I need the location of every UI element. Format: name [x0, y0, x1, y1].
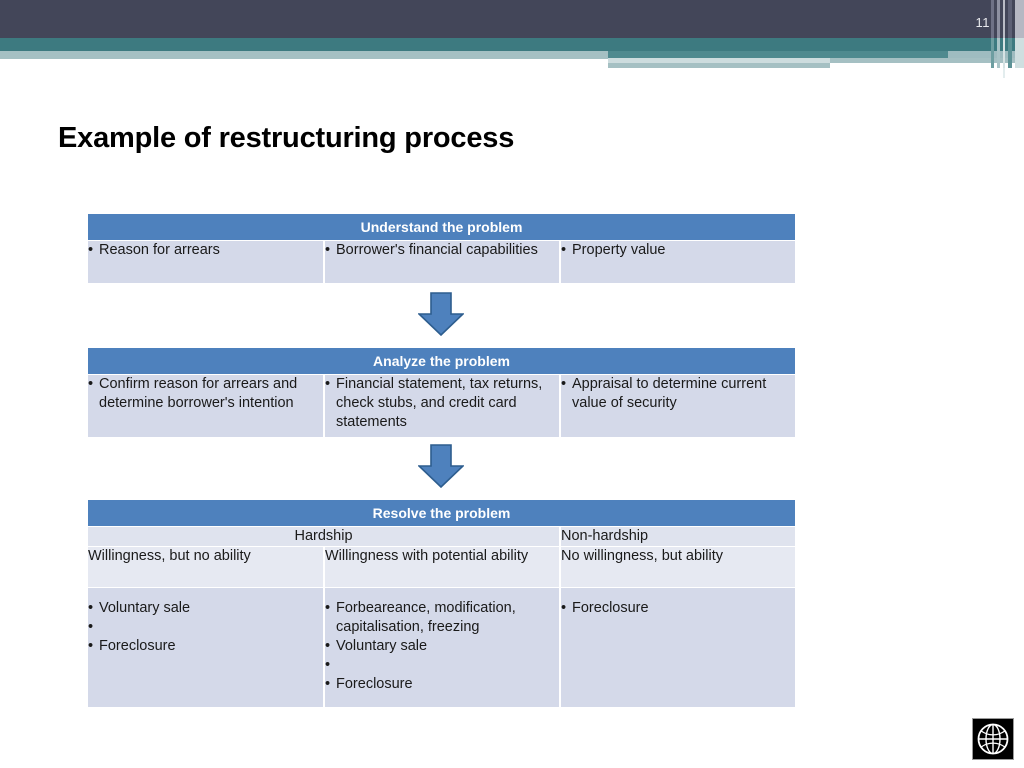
right-edge-stripe-2: [997, 0, 1000, 38]
right-edge-stripe-9: [1008, 38, 1012, 68]
table-resolve-the-problem: Resolve the problem Hardship Non-hardshi…: [88, 500, 796, 708]
down-arrow-icon: [417, 444, 465, 489]
cell-analyze-col3: Appraisal to determine current value of …: [560, 374, 795, 438]
cell-action-col3: Foreclosure: [560, 587, 796, 708]
cell-category-non-hardship: Non-hardship: [560, 526, 796, 547]
cell-analyze-col1: Confirm reason for arrears and determine…: [88, 374, 325, 438]
list-item: Foreclosure: [561, 599, 795, 618]
table-understand-the-problem: Understand the problem Reason for arrear…: [88, 214, 796, 284]
table-action-row: Voluntary sale Foreclosure Forbeareance,…: [88, 587, 796, 708]
header-dark-band: [0, 0, 1024, 38]
right-edge-stripe-4: [1008, 0, 1012, 38]
cell-condition-col1: Willingness, but no ability: [88, 546, 325, 588]
right-edge-stripe-3: [1003, 0, 1005, 38]
list-item: Foreclosure: [88, 637, 323, 656]
globe-icon: [977, 723, 1009, 755]
right-edge-stripe-6: [991, 38, 994, 68]
list-item: Forbeareance, modification, capitalisati…: [325, 599, 559, 637]
arrow-analyze-to-resolve: [417, 444, 465, 489]
down-arrow-icon: [417, 292, 465, 337]
slide-number: 11: [975, 15, 990, 30]
list-item: Confirm reason for arrears and determine…: [88, 375, 323, 413]
table-header-resolve: Resolve the problem: [88, 500, 796, 527]
list-item: Appraisal to determine current value of …: [561, 375, 795, 413]
cell-category-hardship: Hardship: [88, 526, 561, 547]
header-teal-step-c: [608, 63, 830, 68]
table-analyze-the-problem: Analyze the problem Confirm reason for a…: [88, 348, 795, 438]
cell-analyze-col2: Financial statement, tax returns, check …: [324, 374, 561, 438]
cell-action-col2: Forbeareance, modification, capitalisati…: [324, 587, 561, 708]
list-spacer: [325, 656, 559, 675]
table-condition-row: Willingness, but no ability Willingness …: [88, 546, 796, 588]
header-teal-light-band-left: [0, 51, 608, 59]
header-teal-step-a: [608, 51, 1024, 58]
table-header-row: Resolve the problem: [88, 500, 796, 527]
right-edge-stripe-tail: [1003, 68, 1005, 78]
table-category-row: Hardship Non-hardship: [88, 526, 796, 547]
list-item: Property value: [561, 241, 795, 260]
header-teal-step-b: [608, 58, 948, 63]
header-teal-step-d: [830, 58, 1024, 63]
right-edge-stripe-1: [991, 0, 994, 38]
slide-header-banner: 11: [0, 0, 1024, 78]
table-header-row: Understand the problem: [88, 214, 796, 241]
list-item: Voluntary sale: [325, 637, 559, 656]
table-header-understand: Understand the problem: [88, 214, 796, 241]
arrow-understand-to-analyze: [417, 292, 465, 337]
right-edge-stripe-8: [1003, 38, 1005, 68]
page-title: Example of restructuring process: [58, 122, 515, 154]
table-header-analyze: Analyze the problem: [88, 348, 795, 375]
right-edge-stripe-10: [1015, 38, 1024, 68]
table-row: Reason for arrears Borrower's financial …: [88, 240, 796, 284]
table-row: Confirm reason for arrears and determine…: [88, 374, 795, 438]
list-item: Financial statement, tax returns, check …: [325, 375, 559, 432]
right-edge-stripe-5: [1015, 0, 1024, 38]
table-header-row: Analyze the problem: [88, 348, 795, 375]
list-item: Reason for arrears: [88, 241, 323, 260]
list-item: Borrower's financial capabilities: [325, 241, 559, 260]
right-edge-stripe-7: [997, 38, 1000, 68]
cell-understand-col2: Borrower's financial capabilities: [324, 240, 561, 284]
list-item: Voluntary sale: [88, 599, 323, 618]
cell-condition-col3: No willingness, but ability: [560, 546, 796, 588]
globe-logo: [972, 718, 1014, 760]
list-spacer: [88, 618, 323, 637]
header-teal-band: [0, 38, 1024, 51]
cell-action-col1: Voluntary sale Foreclosure: [88, 587, 325, 708]
list-item: Foreclosure: [325, 675, 559, 694]
cell-understand-col1: Reason for arrears: [88, 240, 325, 284]
cell-understand-col3: Property value: [560, 240, 796, 284]
cell-condition-col2: Willingness with potential ability: [324, 546, 561, 588]
